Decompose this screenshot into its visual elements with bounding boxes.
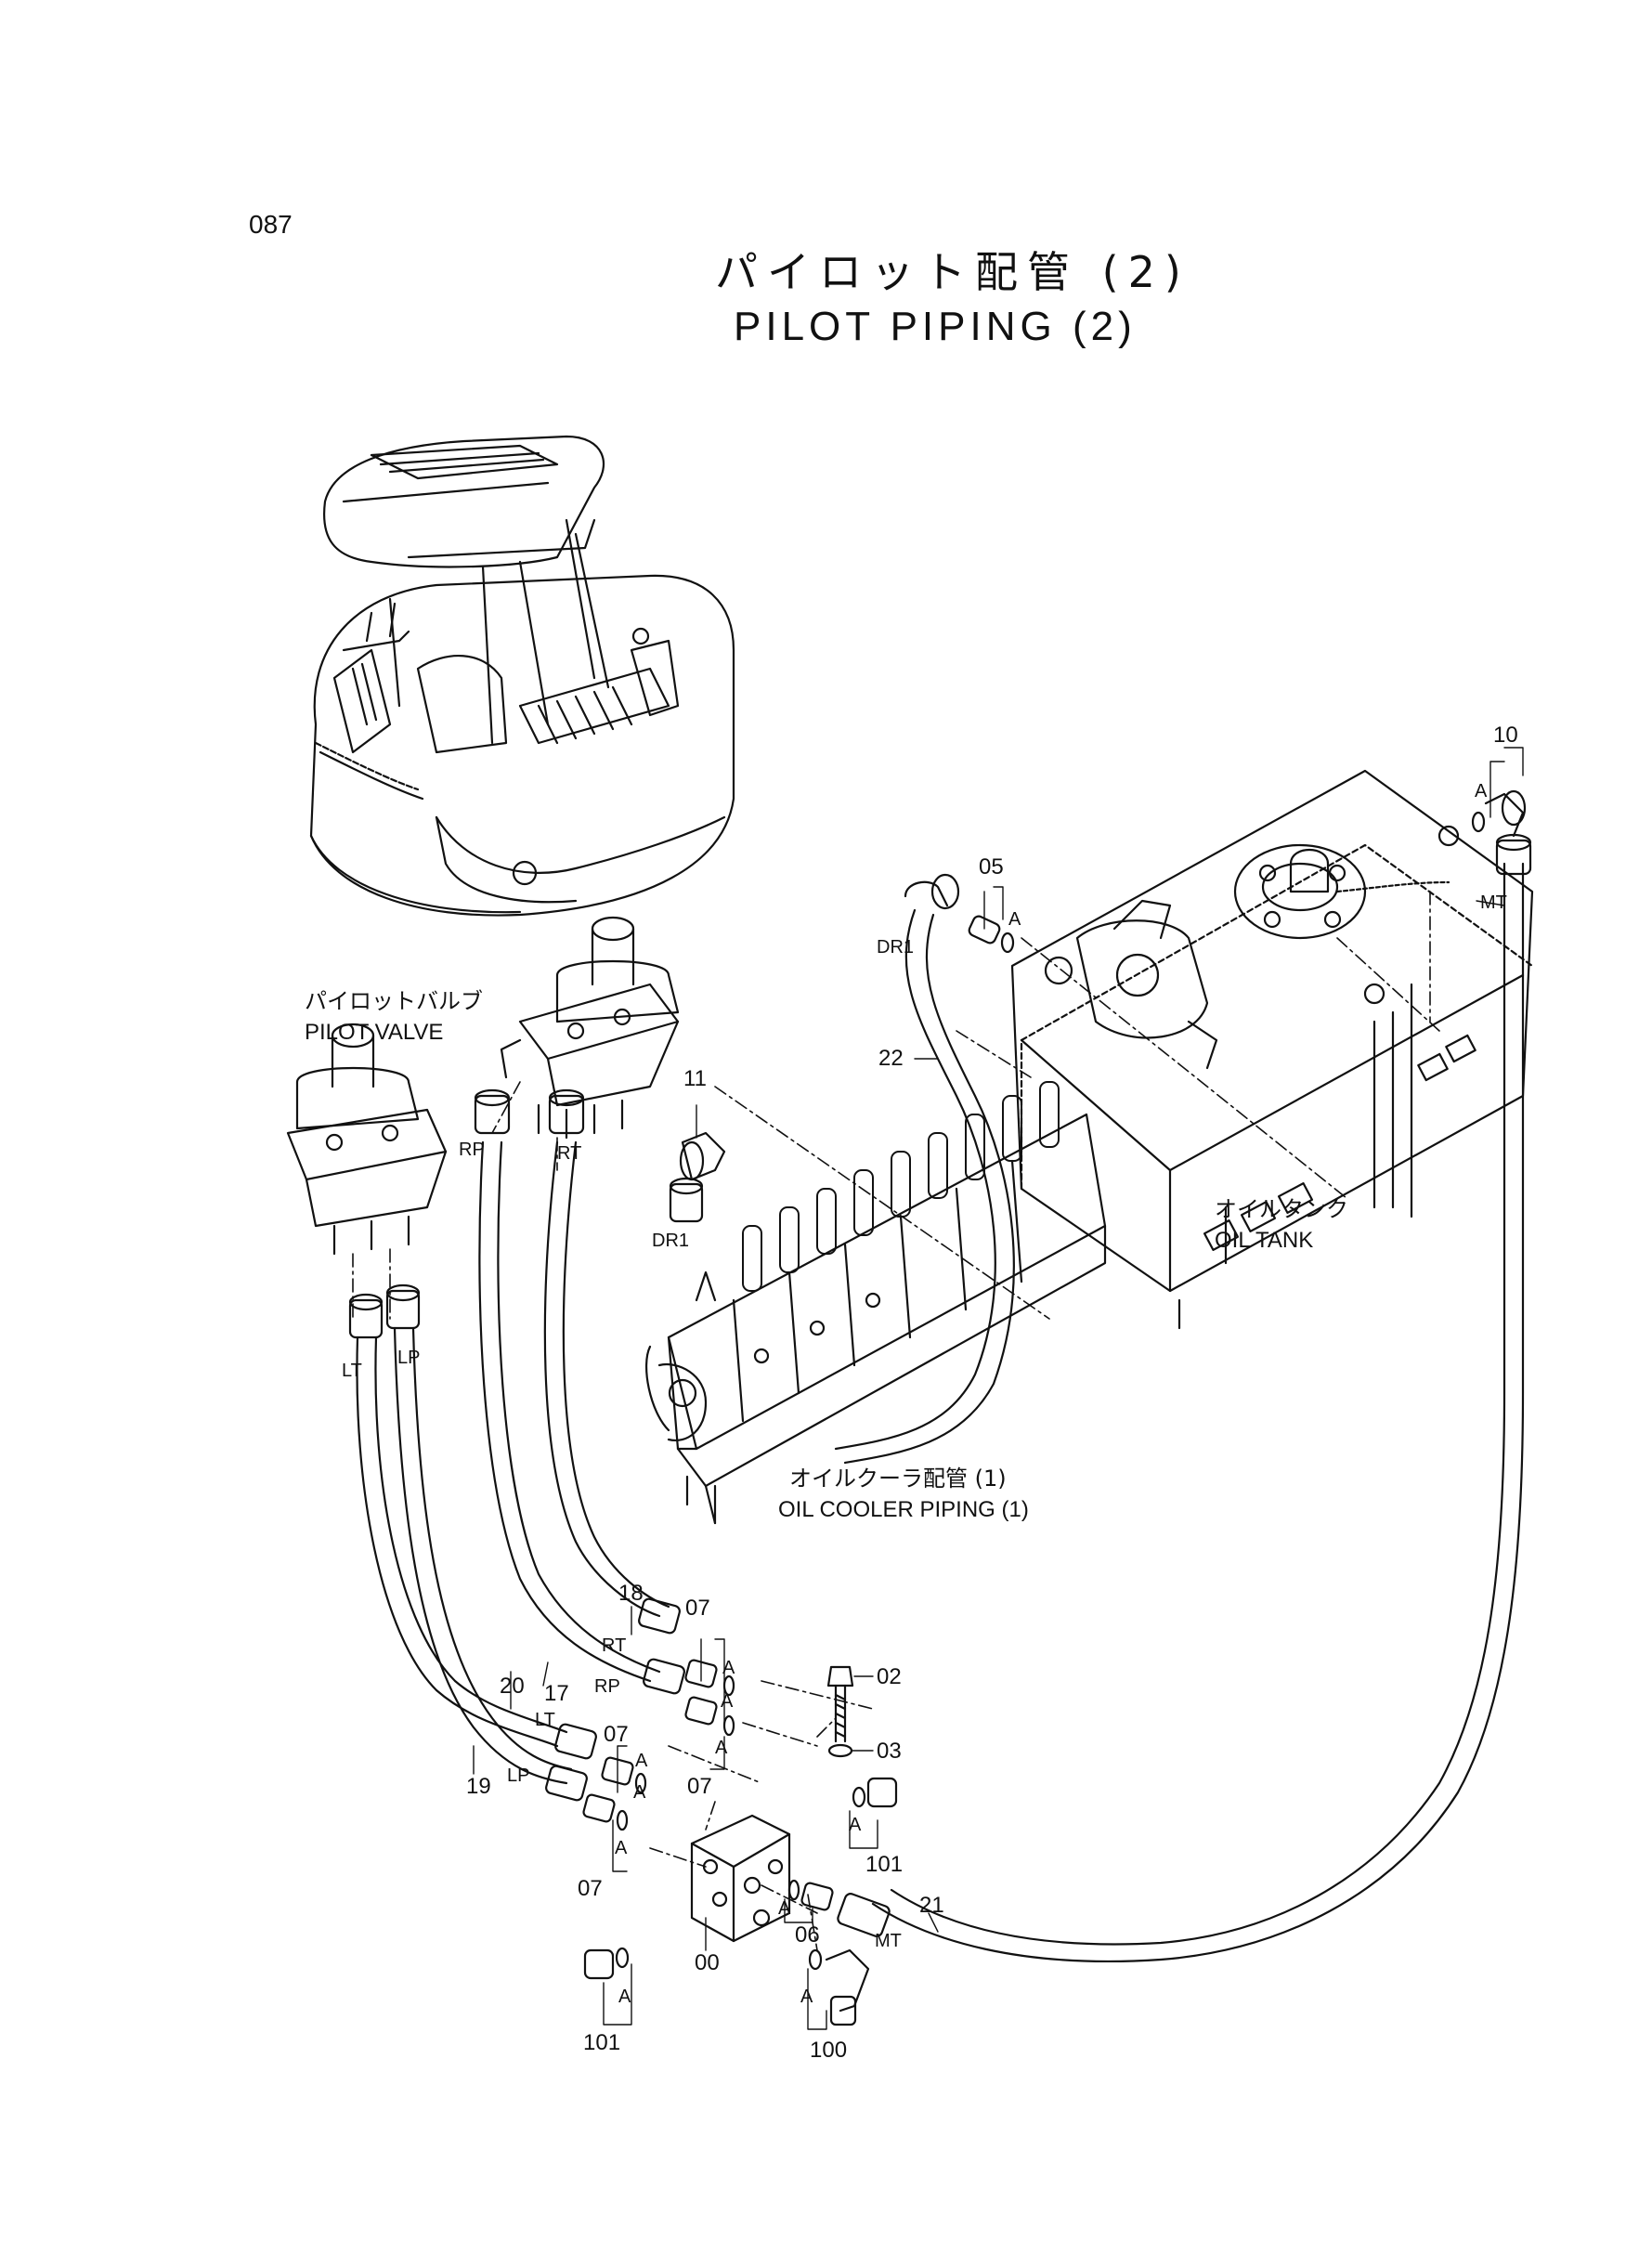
callout-06: 06 (795, 1922, 820, 1948)
fittings (348, 789, 1532, 2026)
a-mark-8: A (778, 1898, 791, 1919)
callout-18: 18 (618, 1581, 644, 1606)
port-label-mt-bottom: MT (875, 1931, 902, 1951)
port-label-lt-bottom: LT (535, 1710, 555, 1730)
oil-tank-label-jp: オイルタンク (1215, 1196, 1348, 1222)
callout-19: 19 (466, 1774, 491, 1799)
a-mark-11: A (721, 1691, 734, 1712)
callout-05: 05 (979, 854, 1004, 879)
callout-101-left: 101 (583, 2030, 621, 2055)
port-label-rt-top: RT (557, 1143, 582, 1164)
pilot-valve-label-en: PILOT VALVE (305, 1020, 444, 1045)
callout-02: 02 (877, 1664, 902, 1689)
title-english: PILOT PIPING (2) (734, 304, 1137, 349)
callout-11: 11 (683, 1066, 707, 1091)
pilot-valve-left (286, 1023, 448, 1256)
a-mark-10: A (800, 1987, 813, 2007)
pilot-valve-right (500, 916, 680, 1140)
a-mark-4: A (715, 1738, 728, 1758)
callout-07-d: 07 (578, 1876, 603, 1901)
oil-cooler-label-en: OIL COOLER PIPING (1) (778, 1497, 1029, 1522)
pilot-valve-label-jp: パイロットバルブ (305, 988, 483, 1014)
a-mark-3: A (722, 1658, 735, 1678)
port-label-lp-bottom: LP (507, 1765, 530, 1786)
callout-07-b: 07 (604, 1722, 629, 1747)
callout-07-a: 07 (685, 1596, 710, 1621)
port-label-rp-top: RP (459, 1140, 485, 1160)
port-label-rt-bottom: RT (602, 1635, 627, 1656)
oil-cooler-label-jp: オイルクーラ配管 (1) (789, 1466, 1007, 1492)
a-mark-5: A (635, 1751, 648, 1771)
port-label-mt-top: MT (1480, 892, 1507, 913)
port-label-rp-bottom: RP (594, 1676, 620, 1697)
callout-10: 10 (1493, 723, 1518, 748)
a-mark-6: A (615, 1838, 628, 1858)
callout-07-c: 07 (687, 1774, 712, 1799)
oil-tank-label-en: OIL TANK (1215, 1228, 1314, 1253)
page-number: 087 (249, 210, 293, 239)
a-mark-9: A (618, 1987, 631, 2007)
a-mark-12: A (633, 1782, 646, 1803)
callout-20: 20 (500, 1674, 525, 1699)
callout-100: 100 (810, 2038, 848, 2063)
leader-lines (473, 747, 1524, 2030)
port-label-dr1-mid: DR1 (652, 1231, 690, 1251)
a-mark-1: A (1475, 781, 1488, 801)
control-valve-block (644, 1081, 1107, 1525)
callout-22: 22 (878, 1046, 904, 1071)
a-mark-7: A (849, 1815, 862, 1835)
port-label-lt-top: LT (342, 1361, 362, 1381)
callout-03: 03 (877, 1739, 902, 1764)
alignment-lines (352, 891, 1440, 1951)
a-mark-2: A (1008, 909, 1021, 930)
hoses (356, 862, 1525, 1962)
title-japanese: パイロット配管 (2) (715, 247, 1190, 297)
callout-17: 17 (544, 1681, 569, 1706)
callout-101-right: 101 (865, 1852, 904, 1877)
port-label-dr1-top: DR1 (877, 937, 915, 958)
port-label-lp-top: LP (397, 1348, 421, 1368)
machine-upper-structure (309, 435, 735, 917)
callout-00: 00 (695, 1950, 720, 1975)
callout-21: 21 (919, 1893, 944, 1918)
